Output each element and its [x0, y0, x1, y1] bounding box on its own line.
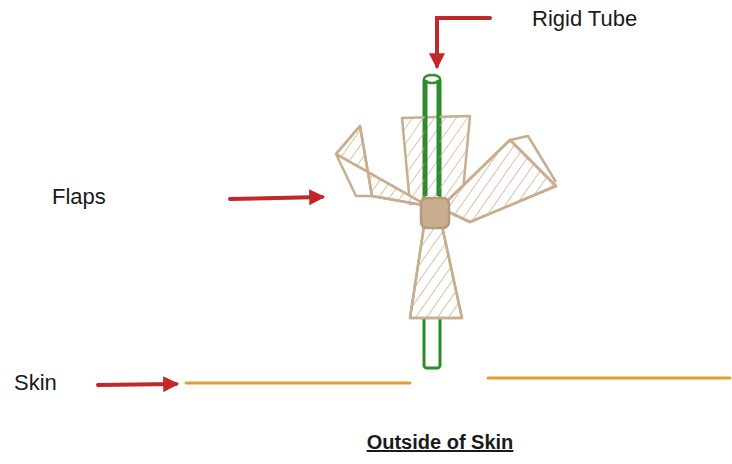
flaps	[336, 116, 556, 318]
leader-arrows	[98, 18, 490, 385]
caption: Outside of Skin	[367, 430, 514, 454]
part-label: Skin	[14, 370, 57, 396]
part-label: Flaps	[52, 184, 106, 210]
skin-line	[186, 378, 730, 383]
part-label: Rigid Tube	[532, 6, 637, 32]
